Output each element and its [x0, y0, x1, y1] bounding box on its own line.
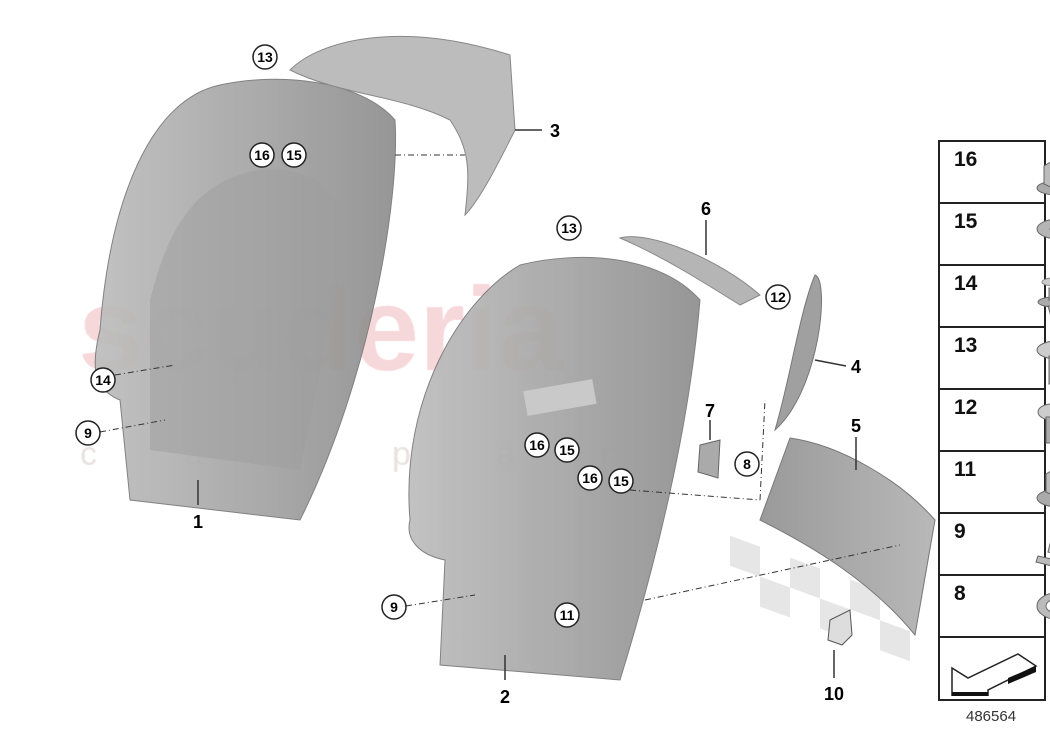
callout-label: 9: [84, 425, 92, 441]
callout-label: 15: [613, 473, 629, 489]
callout-circle: [281, 142, 307, 168]
callout-label: 11: [560, 607, 575, 623]
fastener-legend: 16 15 14 13 12 11 9 8: [938, 140, 1050, 701]
part-2-opening: [523, 379, 597, 416]
callout-circle: [556, 215, 582, 241]
legend-row-11: 11: [940, 452, 1050, 514]
legend-row-arrow: [940, 638, 1044, 699]
legend-number: 8: [954, 582, 966, 605]
legend-number: 15: [954, 210, 978, 233]
part-4-trim-strip: [774, 274, 823, 432]
callout-label: 9: [390, 599, 398, 615]
part-number-label: 3: [550, 121, 560, 141]
part-number-label: 10: [824, 684, 844, 704]
callout-label: 8: [743, 456, 751, 472]
part-number-label: 7: [705, 401, 715, 421]
callout-circle: [381, 594, 407, 620]
callout-circle: [249, 142, 275, 168]
callout-circle: [577, 465, 603, 491]
legend-row-14: 14: [940, 266, 1050, 328]
legend-row-15: 15: [940, 204, 1050, 266]
leader-lines: [99, 154, 901, 607]
callout-label: 12: [770, 289, 786, 305]
part-10-spring: [827, 609, 853, 646]
legend-number: 14: [954, 272, 978, 295]
callout-label: 16: [529, 437, 545, 453]
part-7-clip: [697, 439, 721, 479]
legend-row-13: 13: [940, 328, 1050, 390]
legend-number: 9: [954, 520, 966, 543]
part-number-label: 1: [193, 512, 203, 532]
legend-row-12: 12: [940, 390, 1050, 452]
legend-number: 12: [954, 396, 978, 419]
callout-circle: [554, 437, 580, 463]
legend-row-8: 8: [940, 576, 1050, 638]
part-number-label: 2: [500, 687, 510, 707]
diagram-id: 486564: [966, 708, 1017, 725]
callout-label: 16: [582, 470, 598, 486]
callout-circle: [90, 367, 116, 393]
callout-label: 16: [254, 147, 270, 163]
legend-number: 16: [954, 148, 978, 171]
callout-circle: [608, 468, 634, 494]
callout-circle: [252, 44, 278, 70]
callout-label: 13: [257, 49, 273, 65]
callout-label: 15: [559, 442, 575, 458]
callout-circle: [765, 284, 791, 310]
part-number-label: 6: [701, 199, 711, 219]
part-6-trim: [618, 236, 761, 306]
callout-label: 13: [561, 220, 577, 236]
callout-label: 15: [286, 147, 302, 163]
legend-number: 13: [954, 334, 978, 357]
callout-circle: [554, 602, 580, 628]
part-5-panel: [759, 437, 936, 637]
callout-circle: [734, 451, 760, 477]
plain-leaders: [197, 129, 857, 680]
callout-circle: [75, 420, 101, 446]
part-number-label: 5: [851, 416, 861, 436]
part-number-label: 4: [851, 357, 861, 377]
callout-circle: [524, 432, 550, 458]
part-3-top-cover: [289, 35, 516, 217]
legend-row-9: 9: [940, 514, 1050, 576]
part-2-backrest-panel: [408, 256, 701, 681]
callout-label: 14: [95, 372, 111, 388]
part-1-recess: [150, 169, 346, 470]
legend-number: 11: [954, 458, 977, 481]
legend-row-16: 16: [940, 142, 1050, 204]
